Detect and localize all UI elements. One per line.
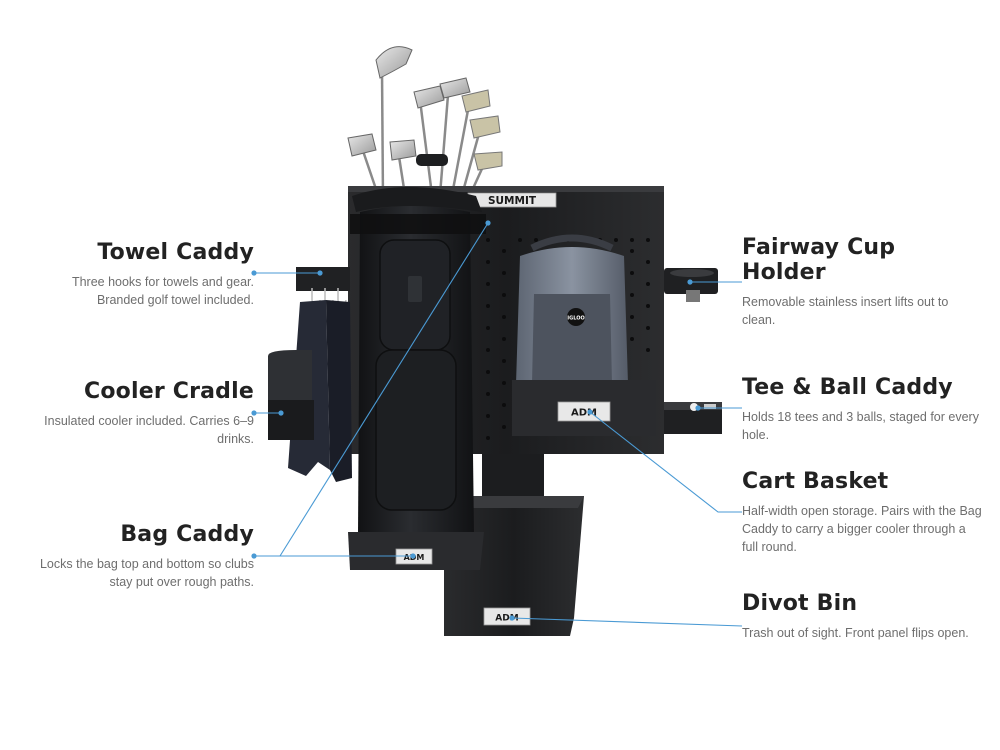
callout-bag-caddy: Bag Caddy Locks the bag top and bottom s… [30, 522, 254, 591]
callout-tee-ball-caddy: Tee & Ball Caddy Holds 18 tees and 3 bal… [742, 375, 982, 444]
cart-basket-logo: ADM [571, 408, 597, 419]
divot-bin-logo-plate [483, 607, 531, 626]
brand-plate-text: SUMMIT [488, 195, 537, 207]
pegboard-holes [486, 238, 650, 440]
callout-body: Half-width open storage. Pairs with the … [742, 504, 982, 554]
callout-title-line1: Fairway Cup [742, 235, 896, 260]
leader-lines [254, 222, 743, 627]
callout-dots [251, 220, 701, 621]
bag-top [352, 187, 482, 212]
divot-bin [444, 496, 584, 636]
golf-clubs [347, 46, 503, 201]
callout-title: Towel Caddy [97, 240, 254, 265]
callout-body: Removable stainless insert lifts out to … [742, 295, 949, 327]
callout-title: Cart Basket [742, 469, 889, 494]
callout-title: Cooler Cradle [84, 379, 254, 404]
stand-post [482, 454, 544, 496]
callout-body: Locks the bag top and bottom so clubs st… [39, 557, 254, 589]
callout-towel-caddy: Towel Caddy Three hooks for towels and g… [60, 240, 254, 309]
callout-title: Tee & Ball Caddy [742, 375, 953, 400]
callout-body: Insulated cooler included. Carries 6–9 d… [44, 414, 254, 446]
callout-title: Bag Caddy [120, 522, 254, 547]
cup-holder-insert [686, 290, 700, 302]
callout-title: Divot Bin [742, 591, 858, 616]
callout-divot-bin: Divot Bin Trash out of sight. Front pane… [742, 591, 982, 642]
callout-cart-basket: Cart Basket Half-width open storage. Pai… [742, 469, 982, 556]
callout-cooler-cradle: Cooler Cradle Insulated cooler included.… [30, 379, 254, 448]
towel-caddy-bracket [296, 267, 350, 291]
callout-body: Three hooks for towels and gear. Branded… [71, 275, 254, 307]
callout-body: Trash out of sight. Front panel flips op… [742, 626, 969, 640]
divot-bin-logo: ADM [495, 614, 518, 624]
callout-title-line2: Holder [742, 260, 826, 285]
cooler-logo: IGLOO [567, 316, 584, 322]
callout-body: Holds 18 tees and 3 balls, staged for ev… [742, 410, 979, 442]
